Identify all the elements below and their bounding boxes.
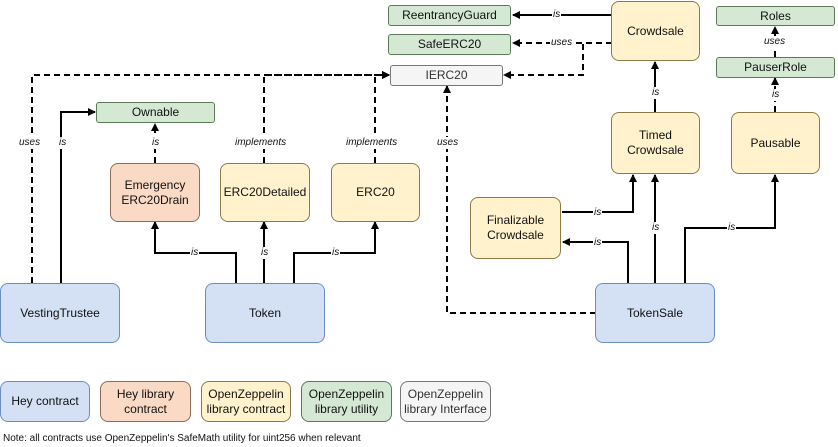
edge-label-uses: uses bbox=[436, 137, 460, 149]
edge-vesting-ownable bbox=[60, 108, 96, 283]
edge-erc20detailed-ierc20 bbox=[263, 71, 390, 163]
node-emergency-erc20-drain: Emergency ERC20Drain bbox=[110, 163, 200, 222]
node-roles: Roles bbox=[716, 6, 835, 26]
edge-label-is: is bbox=[593, 207, 603, 219]
legend-oz-library-interface: OpenZeppelin library Interface bbox=[400, 381, 491, 422]
node-pauser-role: PauserRole bbox=[716, 57, 835, 78]
legend-oz-library-contract: OpenZeppelin library contract bbox=[201, 381, 291, 422]
node-safe-erc20: SafeERC20 bbox=[388, 34, 511, 55]
edge-label-is: is bbox=[727, 222, 737, 234]
node-pausable: Pausable bbox=[731, 112, 820, 174]
edge-label-is: is bbox=[651, 222, 661, 234]
legend-oz-library-utility: OpenZeppelin library utility bbox=[301, 381, 392, 422]
edge-label-is: is bbox=[151, 137, 161, 149]
edge-label-is: is bbox=[58, 137, 68, 149]
node-erc20-detailed: ERC20Detailed bbox=[220, 163, 310, 222]
node-crowdsale: Crowdsale bbox=[611, 1, 700, 61]
edge-vesting-ierc20 bbox=[31, 71, 390, 283]
node-ownable: Ownable bbox=[96, 102, 215, 123]
node-finalizable-crowdsale: Finalizable Crowdsale bbox=[470, 197, 561, 259]
node-reentrancy-guard: ReentrancyGuard bbox=[388, 5, 511, 26]
legend-hey-library-contract: Hey library contract bbox=[100, 381, 191, 422]
edge-erc20-ierc20 bbox=[374, 71, 390, 163]
node-vesting-trustee: VestingTrustee bbox=[0, 283, 120, 343]
node-timed-crowdsale: Timed Crowdsale bbox=[611, 112, 700, 174]
edge-label-uses: uses bbox=[550, 37, 574, 49]
edge-label-is: is bbox=[593, 237, 603, 249]
edge-tokensale-finalizable bbox=[562, 238, 629, 283]
edge-label-is: is bbox=[331, 247, 341, 259]
edge-label-implements: implements bbox=[234, 137, 288, 149]
edge-label-is: is bbox=[260, 247, 270, 259]
edge-label-is: is bbox=[552, 9, 562, 21]
edge-label-uses: uses bbox=[18, 137, 42, 149]
node-erc20: ERC20 bbox=[331, 163, 420, 222]
edge-label-uses: uses bbox=[763, 36, 787, 48]
node-ierc20: IERC20 bbox=[390, 65, 503, 86]
footnote: Note: all contracts use OpenZeppelin's S… bbox=[3, 433, 361, 444]
node-token: Token bbox=[205, 283, 325, 343]
edge-crowdsale-ierc20 bbox=[503, 42, 612, 79]
edge-label-implements: implements bbox=[345, 137, 399, 149]
legend-hey-contract: Hey contract bbox=[0, 381, 90, 422]
node-token-sale: TokenSale bbox=[595, 283, 715, 343]
edge-label-is: is bbox=[190, 247, 200, 259]
edge-finalizable-timed bbox=[562, 174, 637, 213]
edge-tokensale-ierc20 bbox=[443, 85, 596, 314]
edge-label-is: is bbox=[651, 87, 661, 99]
edge-label-is: is bbox=[771, 89, 781, 101]
